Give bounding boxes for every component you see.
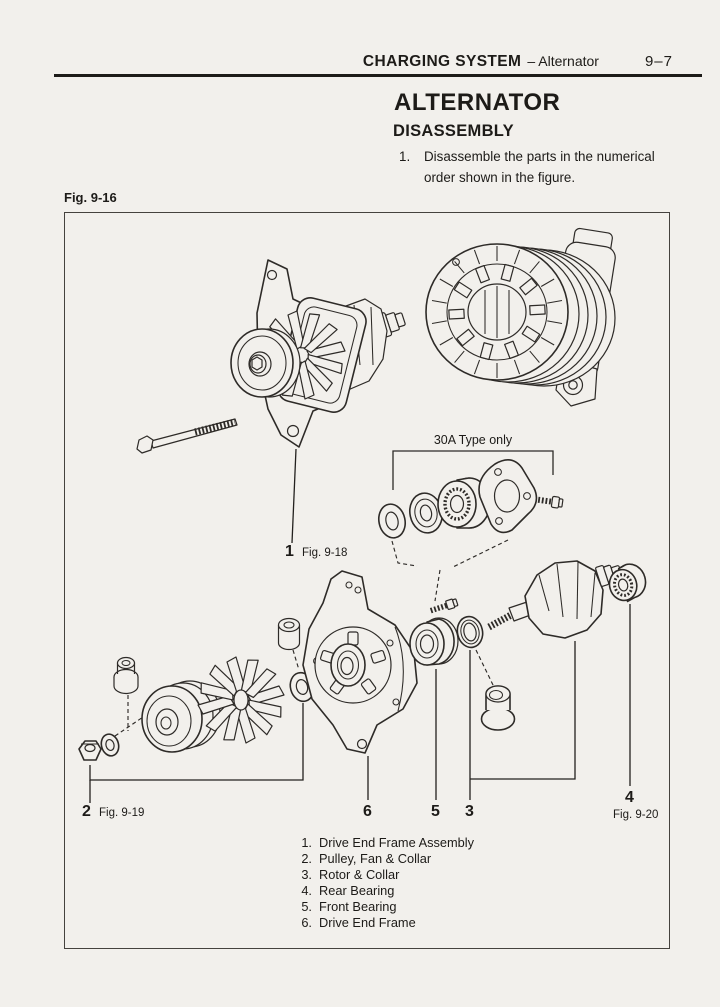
legend-item-number: 3. [301, 867, 312, 883]
spacer-collar [113, 656, 139, 695]
exploded-diagram: 1 Fig. 9-18 30A Type only [78, 227, 658, 821]
note-30a-type-only: 30A Type only [434, 433, 513, 447]
page-header: CHARGING SYSTEM – Alternator 9–7 [363, 53, 673, 71]
figure-legend: 1. Drive End Frame Assembly 2. Pulley, F… [295, 835, 474, 932]
legend-item-label: Rotor & Collar [319, 867, 400, 883]
legend-item-number: 5. [301, 899, 312, 915]
through-bolt-illustration [136, 418, 238, 454]
lock-washer [100, 733, 120, 757]
instruction-step: 1. Disassemble the parts in the numerical… [399, 147, 677, 189]
collar [277, 617, 301, 651]
legend-item: 4. Rear Bearing [295, 883, 474, 899]
callout-2-figref: Fig. 9-19 [99, 807, 144, 819]
retainer-plate-30a [478, 459, 538, 534]
header-section-title: CHARGING SYSTEM [362, 53, 522, 70]
legend-item-number: 4. [301, 883, 312, 899]
callout-1-number: 1 [285, 543, 294, 560]
pulley [141, 680, 221, 753]
legend-item-number: 6. [301, 915, 312, 931]
frame-bolt-illustration [429, 598, 459, 614]
bearing-retainer-group-30a: 30A Type only [378, 433, 564, 602]
legend-item-number: 1. [301, 835, 312, 850]
instruction-text: Disassemble the parts in the numerical o… [424, 149, 655, 185]
legend-item: 6. Drive End Frame [295, 915, 474, 931]
retainer-screw-30a [537, 495, 564, 509]
callout-4-number: 4 [625, 789, 634, 806]
rotor-collar-illustration [456, 615, 516, 731]
rear-bearing-illustration: 4 Fig. 9-20 [608, 563, 658, 821]
legend-item-label: Rear Bearing [319, 883, 395, 899]
bearing-30a [437, 477, 491, 529]
legend-item-label: Front Bearing [319, 899, 397, 915]
legend-item-label: Pulley, Fan & Collar [319, 851, 432, 867]
fan [197, 656, 285, 744]
figure-box: 1 Fig. 9-18 30A Type only [64, 212, 670, 949]
page-title: ALTERNATOR [394, 89, 561, 116]
callout-4-figref: Fig. 9-20 [613, 809, 658, 821]
legend-item: 5. Front Bearing [295, 899, 474, 915]
drive-end-frame-illustration: 6 [302, 570, 418, 820]
header-rule [54, 74, 702, 77]
bearing-cap [480, 685, 516, 731]
header-subsection: – Alternator [527, 53, 599, 69]
legend-item: 3. Rotor & Collar [295, 867, 474, 883]
assembly-pulley [230, 328, 301, 398]
legend-item: 2. Pulley, Fan & Collar [295, 851, 474, 867]
section-heading: DISASSEMBLY [393, 122, 514, 140]
callout-1-figref: Fig. 9-18 [302, 547, 347, 559]
callout-2-number: 2 [82, 803, 91, 820]
callout-3-number: 3 [465, 803, 474, 820]
legend-item: 1. Drive End Frame Assembly [295, 835, 474, 851]
legend-item-label: Drive End Frame Assembly [319, 835, 475, 850]
front-bearing-illustration: 5 [409, 617, 459, 820]
legend-item-label: Drive End Frame [319, 915, 416, 931]
header-page-number: 9–7 [644, 53, 673, 70]
instruction-number: 1. [399, 149, 411, 164]
washer-30a [378, 503, 406, 539]
callout-5-number: 5 [431, 803, 440, 820]
drive-end-frame-assembly-illustration: 1 Fig. 9-18 [230, 259, 406, 560]
legend-item-number: 2. [301, 851, 312, 867]
figure-caption: Fig. 9-16 [64, 190, 117, 205]
callout-6-number: 6 [363, 803, 372, 820]
pulley-fan-collar-group: 2 Fig. 9-19 [78, 617, 315, 820]
pulley-nut [78, 740, 102, 761]
rear-end-frame-illustration [425, 227, 616, 407]
